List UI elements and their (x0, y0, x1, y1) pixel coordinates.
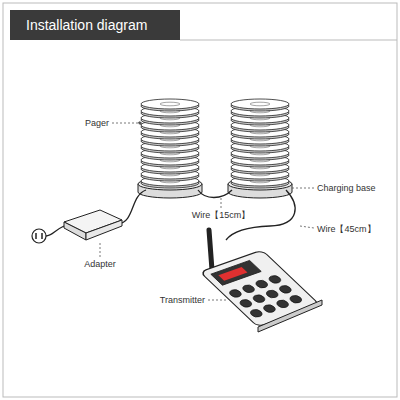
key (275, 299, 291, 309)
key (248, 308, 264, 318)
pager (141, 99, 199, 109)
pager (231, 99, 289, 109)
key (264, 289, 280, 299)
transmitter-side (258, 300, 322, 332)
pager-stacks (138, 99, 292, 198)
key (261, 304, 277, 314)
adapter (32, 210, 122, 243)
adapter-label: Adapter (83, 259, 117, 270)
key (254, 279, 270, 289)
wire-label: Wire【45cm】 (316, 224, 377, 235)
key (277, 284, 293, 294)
frame (3, 3, 397, 397)
key (227, 289, 243, 299)
pager-label: Pager (84, 118, 110, 129)
pager-button (160, 102, 180, 106)
title-bar: Installation diagram (10, 10, 180, 40)
adapter-wire (118, 190, 146, 224)
key (238, 298, 254, 308)
pager-button (250, 102, 270, 106)
key (240, 284, 256, 294)
title: Installation diagram (26, 17, 147, 33)
key (267, 274, 283, 284)
transmitter-label: Transmitter (159, 295, 206, 306)
key (288, 294, 304, 304)
title-rule (180, 40, 397, 41)
leader-lines (100, 122, 314, 301)
charging-base-label: Charging base (316, 183, 377, 194)
antenna (209, 230, 212, 270)
key (251, 294, 267, 304)
wire-label: Wire【15cm】 (191, 210, 252, 221)
transmitter (200, 250, 320, 327)
wire-15cm (198, 190, 232, 198)
